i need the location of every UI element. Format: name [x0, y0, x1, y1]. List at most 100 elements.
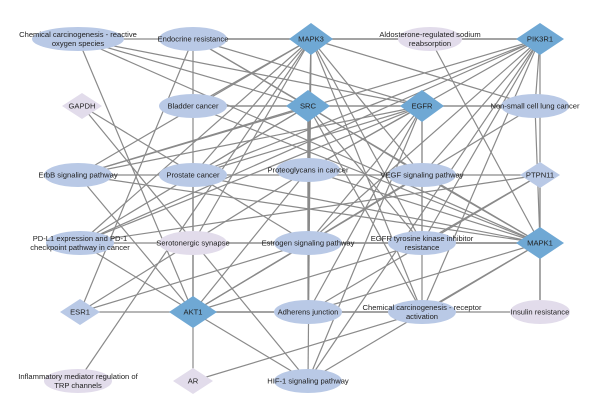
edge-egfr-endocrine — [192, 38, 423, 107]
node-pdl1-label-line: PD-L1 expression and PD-1 — [33, 234, 128, 243]
edge-mapk1-adherens — [307, 242, 541, 313]
edge-layer — [77, 38, 541, 382]
node-serotonergic-label: Serotonergic synapse — [156, 239, 229, 248]
edge-akt1-hif1 — [192, 311, 309, 382]
node-vegf-label: VEGF signaling pathway — [380, 171, 463, 180]
node-src-label-line: SRC — [300, 102, 317, 111]
edge-mapk1-proteoglycans — [307, 169, 541, 244]
node-akt1-label: AKT1 — [184, 308, 203, 317]
node-pdl1-label-line: checkpoint pathway in cancer — [30, 243, 130, 252]
node-ptpn11-diamond — [520, 162, 560, 188]
node-mapk3-label-line: MAPK3 — [298, 35, 324, 44]
node-proteoglycans-ellipse — [276, 158, 340, 182]
node-bladder-label: Bladder cancer — [167, 102, 219, 111]
edge-pik3r1-prostate — [192, 38, 541, 176]
edge-src-vegf — [307, 105, 423, 176]
node-ptpn11[interactable]: PTPN11 — [520, 162, 560, 188]
node-hif1[interactable]: HIF-1 signaling pathway — [267, 369, 349, 393]
node-ptpn11-label: PTPN11 — [526, 171, 554, 180]
node-estrogen[interactable]: Estrogen signaling pathway — [262, 231, 355, 255]
node-aldosterone-ellipse — [398, 27, 462, 51]
node-gapdh[interactable]: GAPDH — [62, 93, 102, 119]
node-endocrine-label-line: Endocrine resistance — [158, 35, 229, 44]
node-inflammatory-label-line: TRP channels — [54, 381, 102, 390]
node-mapk1-label: MAPK1 — [527, 239, 553, 248]
node-endocrine-label: Endocrine resistance — [158, 35, 229, 44]
node-hif1-label: HIF-1 signaling pathway — [267, 377, 349, 386]
node-chem_receptor-ellipse — [388, 300, 456, 324]
node-proteoglycans-label: Proteoglycans in cancer — [267, 166, 349, 175]
node-chem_ros-ellipse — [32, 27, 124, 51]
node-chem_receptor-label-line: activation — [406, 312, 438, 321]
node-esr1-label: ESR1 — [70, 308, 90, 317]
edge-mapk3-nsclc — [310, 38, 536, 107]
node-mapk1-diamond — [516, 227, 564, 259]
node-inflammatory-label-line: Inflammatory mediator regulation of — [18, 372, 138, 381]
node-hif1-label-line: HIF-1 signaling pathway — [267, 377, 349, 386]
node-pik3r1[interactable]: PIK3R1 — [516, 23, 564, 55]
node-egfr[interactable]: EGFR — [400, 90, 444, 122]
node-pik3r1-label-line: PIK3R1 — [527, 35, 553, 44]
node-insulin[interactable]: Insulin resistance — [510, 300, 570, 324]
node-src[interactable]: SRC — [286, 90, 330, 122]
node-egfr_tki-ellipse — [388, 231, 456, 255]
node-bladder[interactable]: Bladder cancer — [159, 94, 227, 118]
node-serotonergic[interactable]: Serotonergic synapse — [156, 231, 230, 255]
edge-mapk3-prostate — [192, 38, 312, 176]
edge-mapk1-aldosterone — [429, 38, 541, 244]
node-erbb-ellipse — [44, 163, 112, 187]
edge-egfr-hif1 — [307, 105, 423, 382]
node-esr1-label-line: ESR1 — [70, 308, 90, 317]
node-hif1-ellipse — [274, 369, 342, 393]
node-mapk3-diamond — [289, 23, 333, 55]
node-vegf[interactable]: VEGF signaling pathway — [380, 163, 464, 187]
node-prostate-label-line: Prostate cancer — [166, 171, 220, 180]
edge-akt1-nsclc — [192, 105, 536, 313]
node-estrogen-ellipse — [274, 231, 342, 255]
node-endocrine[interactable]: Endocrine resistance — [158, 27, 229, 51]
node-prostate[interactable]: Prostate cancer — [159, 163, 227, 187]
node-serotonergic-label-line: Serotonergic synapse — [156, 239, 229, 248]
node-nsclc-label-line: Non-small cell lung cancer — [490, 102, 580, 111]
edge-akt1-proteoglycans — [192, 169, 309, 313]
node-ar[interactable]: AR — [173, 368, 213, 394]
node-mapk3[interactable]: MAPK3 — [289, 23, 333, 55]
node-insulin-label: Insulin resistance — [511, 308, 570, 317]
node-proteoglycans[interactable]: Proteoglycans in cancer — [267, 158, 349, 182]
node-erbb-label-line: ErbB signaling pathway — [38, 171, 118, 180]
node-egfr-diamond — [400, 90, 444, 122]
node-adherens[interactable]: Adherens junction — [274, 300, 342, 324]
edge-pik3r1-egfr_tki — [421, 38, 541, 244]
node-bladder-label-line: Bladder cancer — [167, 102, 219, 111]
node-pdl1-ellipse — [46, 231, 114, 255]
node-vegf-ellipse — [388, 163, 456, 187]
node-serotonergic-ellipse — [159, 231, 227, 255]
edge-egfr-prostate — [192, 105, 423, 176]
node-akt1[interactable]: AKT1 — [169, 296, 217, 328]
node-adherens-ellipse — [274, 300, 342, 324]
node-mapk1[interactable]: MAPK1 — [516, 227, 564, 259]
node-bladder-ellipse — [159, 94, 227, 118]
node-estrogen-label: Estrogen signaling pathway — [262, 239, 355, 248]
node-nsclc[interactable]: Non-small cell lung cancer — [490, 94, 580, 118]
node-egfr-label: EGFR — [411, 102, 433, 111]
node-insulin-label-line: Insulin resistance — [511, 308, 570, 317]
node-erbb[interactable]: ErbB signaling pathway — [38, 163, 118, 187]
edge-akt1-egfr_tki — [192, 242, 423, 313]
node-prostate-label: Prostate cancer — [166, 171, 220, 180]
node-estrogen-label-line: Estrogen signaling pathway — [262, 239, 355, 248]
node-nsclc-ellipse — [501, 94, 569, 118]
node-esr1[interactable]: ESR1 — [60, 299, 100, 325]
edge-esr1-endocrine — [79, 38, 194, 313]
